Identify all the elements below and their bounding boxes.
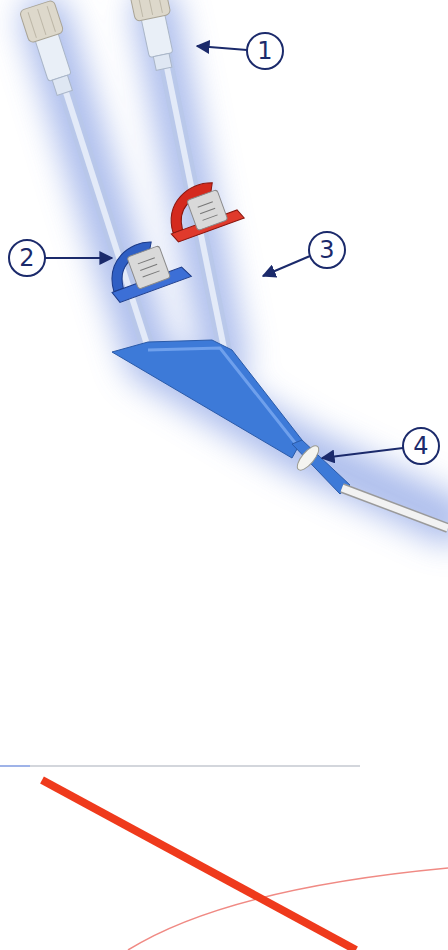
callout-circle: 2 (8, 239, 46, 277)
luer-cap (19, 0, 82, 98)
background-strokes (0, 766, 448, 950)
catheter-hub (112, 340, 448, 528)
callout-number: 1 (257, 39, 272, 63)
callout-circle: 1 (246, 32, 284, 70)
callout-number: 4 (413, 434, 428, 458)
luer-cap (129, 0, 182, 72)
leader-lines (45, 46, 403, 458)
callout-number: 2 (19, 246, 34, 270)
callout-number: 3 (319, 238, 334, 262)
callout-circle: 3 (308, 231, 346, 269)
red-clamp (159, 174, 244, 243)
glow (45, 10, 448, 520)
callout-circle: 4 (402, 427, 440, 465)
